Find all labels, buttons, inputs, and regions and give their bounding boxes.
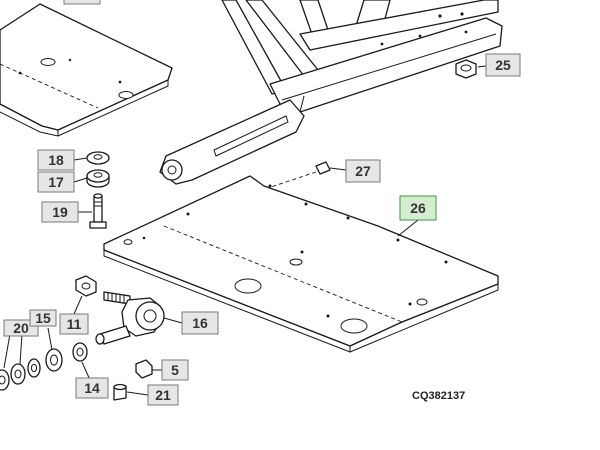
washer-stack-20 (0, 358, 41, 391)
svg-text:16: 16 (192, 315, 208, 331)
callout-27: 27 (345, 159, 381, 183)
callout-11: 11 (59, 313, 89, 335)
frame-bracket-assembly (159, 0, 503, 185)
callout-25: 25 (485, 53, 521, 77)
upper-left-panel (0, 0, 173, 137)
svg-text:21: 21 (155, 387, 171, 403)
svg-text:14: 14 (84, 380, 100, 396)
svg-text:5: 5 (171, 362, 179, 378)
leader-lines (3, 65, 487, 396)
washer-14 (72, 342, 88, 362)
svg-text:26: 26 (410, 200, 426, 216)
svg-text:17: 17 (48, 174, 64, 190)
bolt-19 (89, 193, 107, 229)
washer-17 (86, 169, 110, 188)
svg-text:25: 25 (495, 57, 511, 73)
callout-16: 16 (181, 311, 219, 335)
callout-5: 5 (161, 359, 189, 381)
callout-17: 17 (37, 171, 75, 193)
partial-callout-box (63, 0, 101, 5)
callout-19: 19 (41, 201, 79, 223)
callout-15: 15 (29, 309, 57, 327)
svg-text:18: 18 (48, 152, 64, 168)
svg-text:20: 20 (13, 320, 29, 336)
callout-14: 14 (75, 377, 109, 399)
svg-text:27: 27 (355, 163, 371, 179)
nut-11 (75, 275, 97, 297)
nut-5 (135, 359, 153, 379)
svg-text:19: 19 (52, 204, 68, 220)
nut-25 (455, 59, 477, 79)
cap-21 (113, 383, 127, 401)
svg-text:11: 11 (67, 316, 82, 332)
callout-18: 18 (37, 149, 75, 171)
washer-18 (86, 151, 110, 165)
bolt-27 (261, 161, 331, 191)
reference-code: CQ382137 (412, 390, 465, 402)
svg-text:15: 15 (35, 310, 51, 326)
spacer-15 (45, 348, 63, 372)
callout-21: 21 (147, 384, 179, 406)
ball-joint-16 (95, 291, 165, 345)
main-plate-26 (103, 175, 499, 353)
callout-26: 26 (399, 195, 437, 221)
